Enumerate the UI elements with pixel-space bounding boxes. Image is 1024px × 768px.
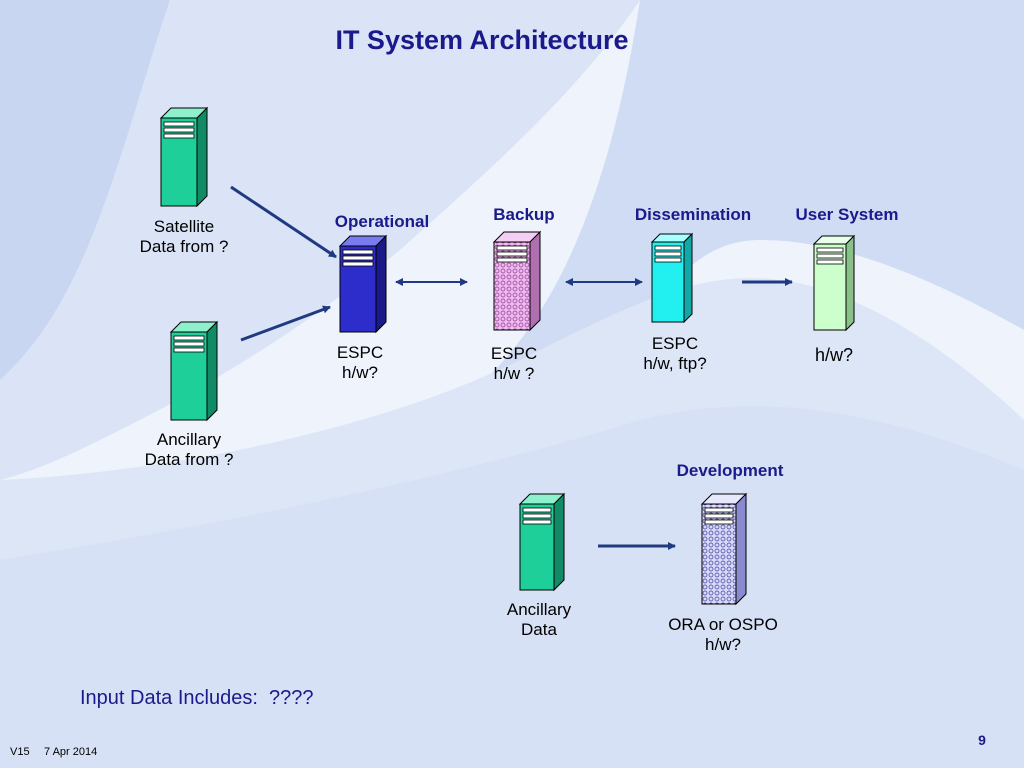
footer-version: V15 [10, 746, 30, 758]
input-data-note: Input Data Includes: ???? [80, 687, 314, 709]
label-user-system: h/w? [814, 345, 854, 365]
backup-server-icon [492, 230, 542, 332]
satellite-server-icon [159, 106, 209, 208]
development-server-icon [700, 492, 748, 606]
header-development: Development [676, 461, 784, 480]
user-system-server-icon [812, 234, 856, 332]
header-backup: Backup [493, 205, 555, 224]
operational-server-icon [338, 234, 388, 334]
header-user-system: User System [795, 205, 899, 224]
ancillary-from-server-icon [169, 320, 219, 422]
arrow-satellite-to-operational [230, 185, 337, 259]
page-number: 9 [978, 732, 986, 748]
header-dissemination: Dissemination [634, 205, 752, 224]
arrow-ancillary-to-operational [240, 305, 331, 342]
header-operational: Operational [334, 212, 430, 231]
dissemination-server-icon [650, 232, 694, 324]
page-title: IT System Architecture [335, 25, 629, 55]
footer-date: 7 Apr 2014 [44, 746, 98, 758]
ancillary-server-icon [518, 492, 566, 592]
